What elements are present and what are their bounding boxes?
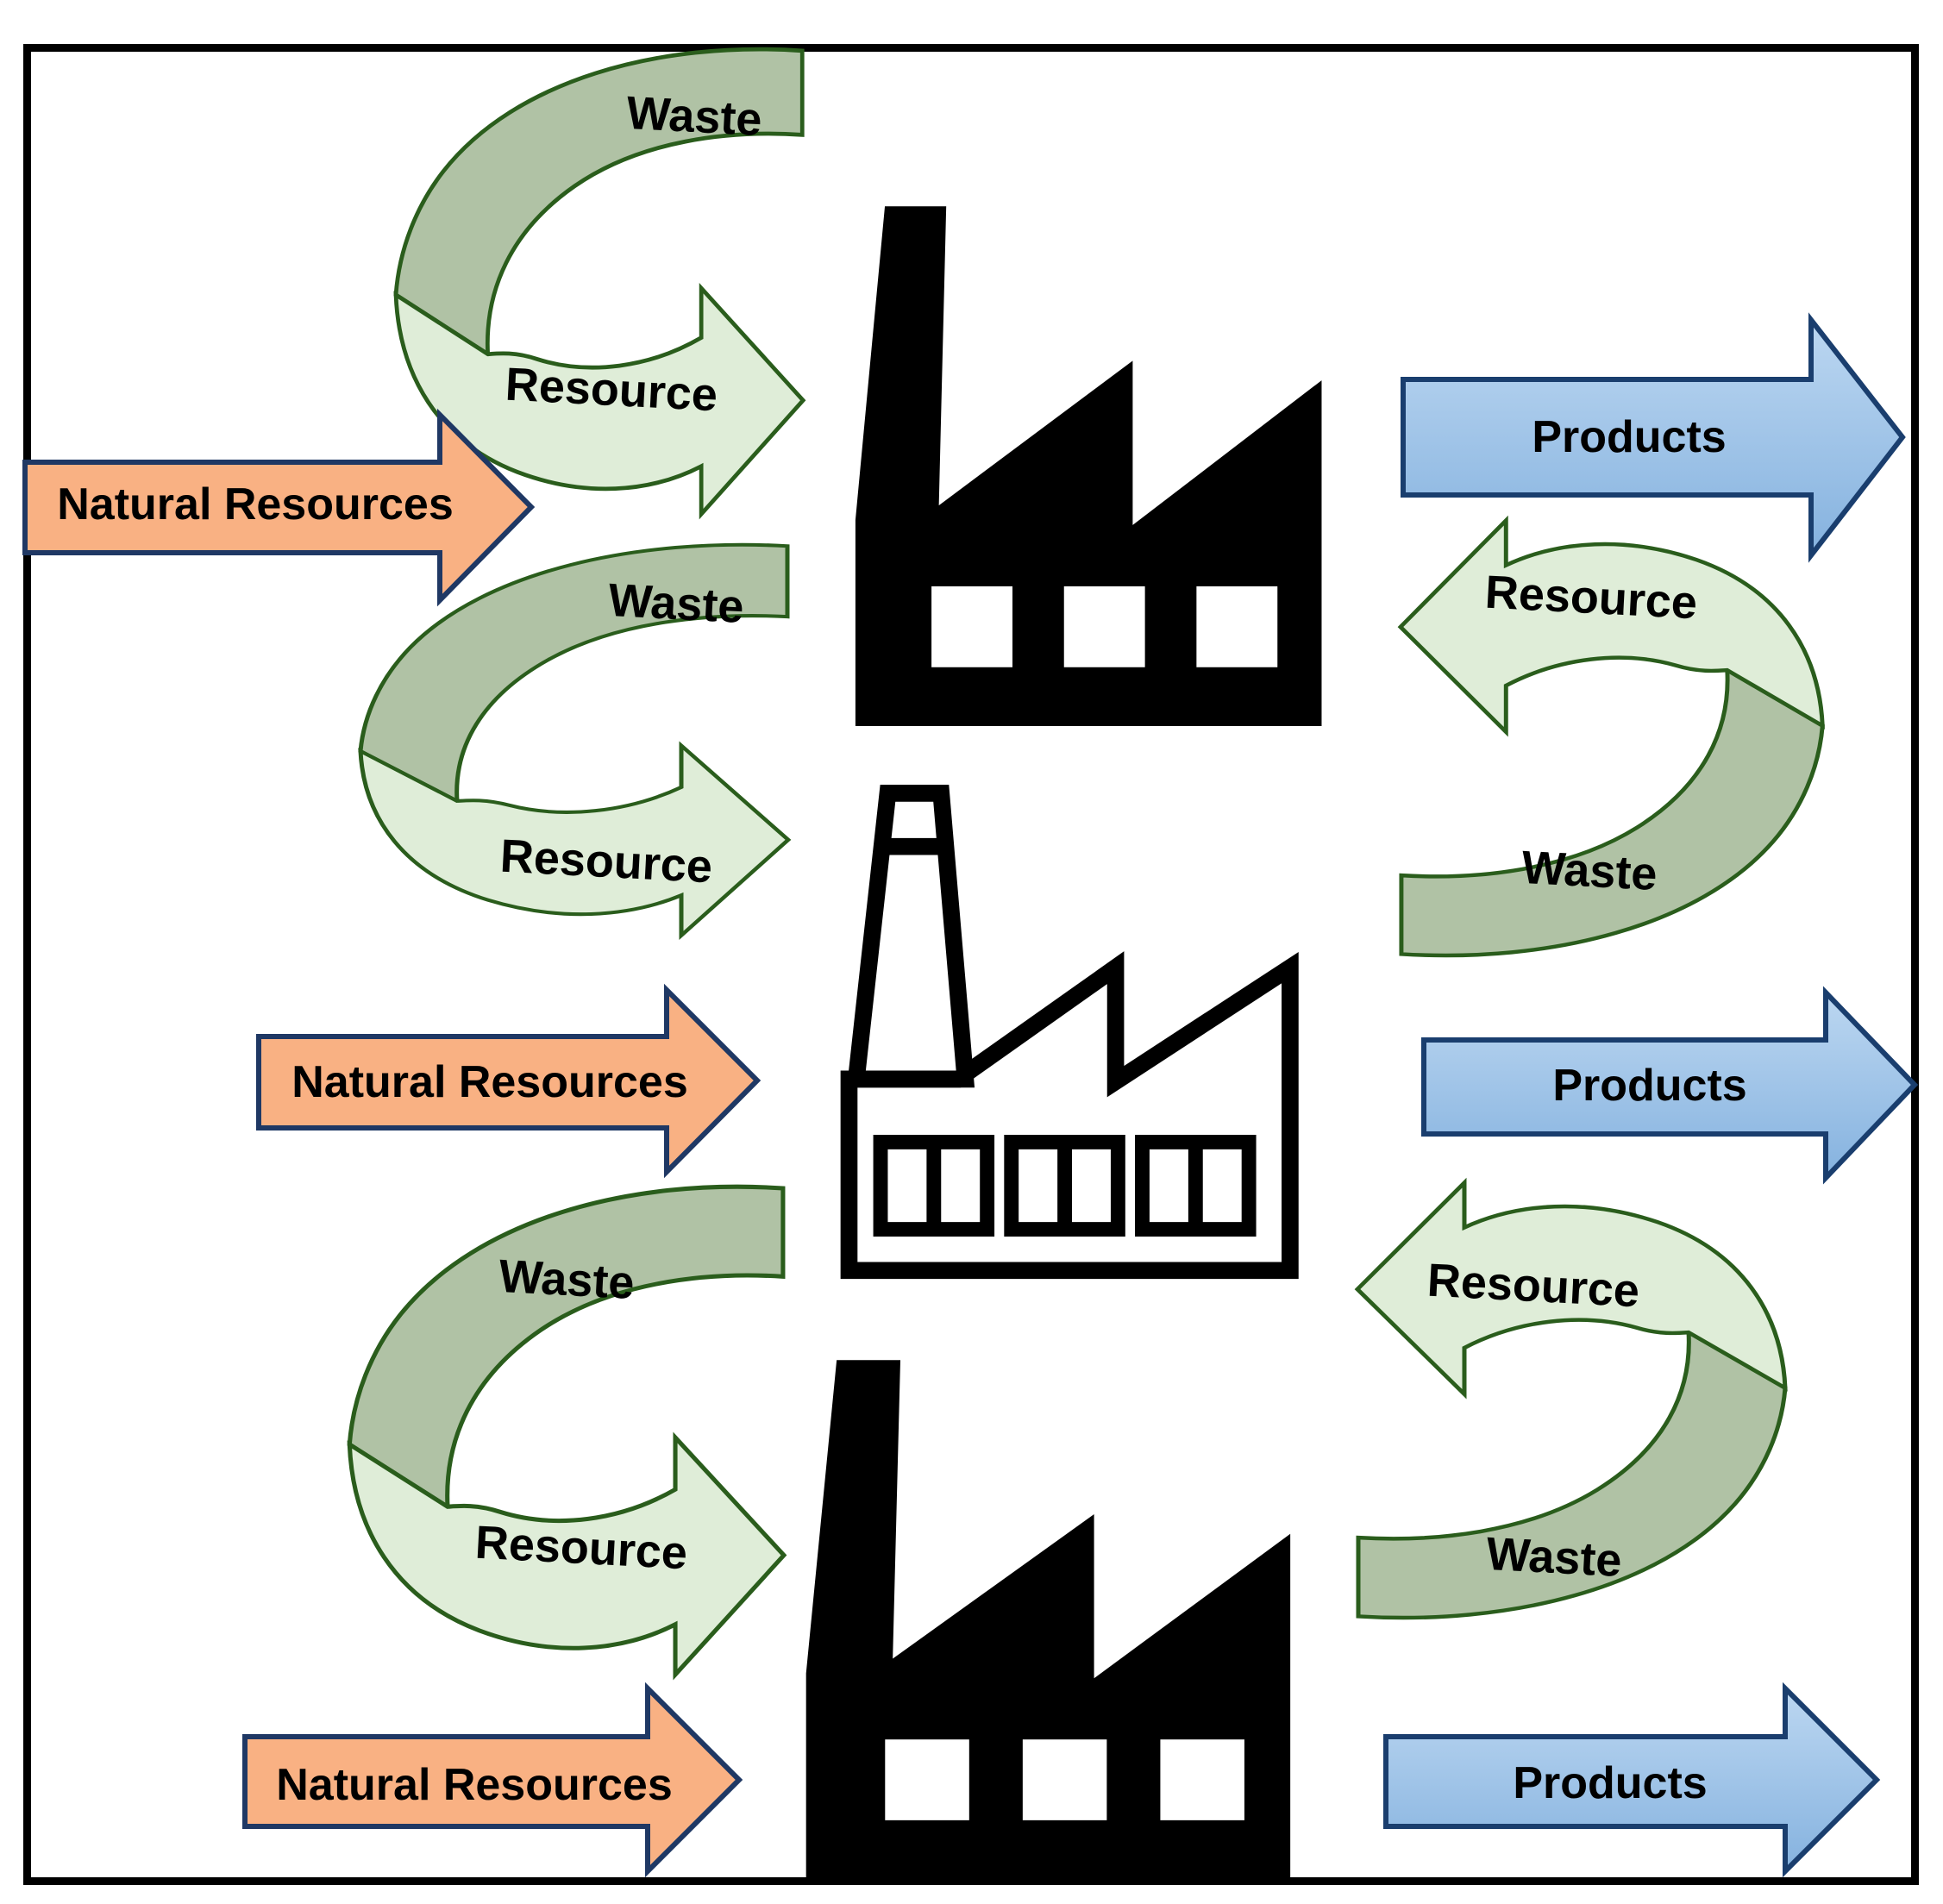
factory-outline-group — [840, 785, 1299, 1280]
recycle-loop-right-2-icon — [1354, 1177, 1788, 1620]
waste-label-loop-left-2: Waste — [607, 573, 745, 634]
loop-paths — [347, 1184, 787, 1681]
factory-window — [885, 1739, 969, 1820]
waste-label-loop-right-2: Waste — [1485, 1527, 1623, 1588]
right-arrow-shape — [1383, 1682, 1881, 1878]
loop-paths — [1354, 1177, 1788, 1620]
resource-label-loop-right-1: Resource — [1483, 566, 1699, 629]
natural-resources-arrow-3: Natural Resources — [242, 1682, 743, 1878]
natural-resources-label: Natural Resources — [276, 1760, 673, 1810]
products-label: Products — [1513, 1758, 1707, 1808]
factory-window — [1160, 1739, 1244, 1820]
recycle-loop-left-2-icon — [358, 542, 792, 941]
waste-band — [1399, 666, 1825, 958]
resource-band-arrow — [347, 1431, 787, 1681]
products-arrow-2: Products — [1421, 986, 1919, 1185]
waste-label-loop-left-1: Waste — [625, 86, 763, 147]
factory-window — [1022, 1739, 1107, 1820]
factory-middle-icon — [840, 785, 1299, 1280]
diagram-border-frame — [23, 44, 1919, 1885]
resource-band-arrow — [1397, 515, 1825, 737]
waste-band — [347, 1184, 786, 1512]
waste-label-loop-right-1: Waste — [1520, 841, 1658, 901]
products-label: Products — [1552, 1061, 1746, 1111]
resource-label-loop-left-1: Resource — [504, 358, 719, 422]
resource-band-arrow — [358, 741, 792, 941]
recycle-loop-left-3-icon — [347, 1184, 787, 1681]
natural-resources-label: Natural Resources — [57, 479, 454, 529]
right-arrow-shape — [1401, 312, 1906, 563]
resource-label-loop-left-3: Resource — [473, 1516, 689, 1580]
resource-label-loop-left-2: Resource — [498, 830, 714, 893]
products-arrow-3: Products — [1383, 1682, 1881, 1878]
products-arrow-1: Products — [1401, 312, 1906, 563]
factory-chimney — [846, 785, 975, 1088]
right-arrow-shape — [1421, 986, 1919, 1185]
loop-paths — [1397, 515, 1825, 958]
natural-resources-label: Natural Resources — [291, 1057, 688, 1107]
factory-window — [1063, 586, 1145, 667]
factory-window — [1196, 586, 1278, 667]
right-arrow-shape — [242, 1682, 743, 1878]
natural-resources-arrow-1: Natural Resources — [22, 408, 536, 607]
resource-label-loop-right-2: Resource — [1426, 1254, 1641, 1318]
waste-label-loop-left-3: Waste — [498, 1250, 636, 1310]
resource-band-arrow — [1354, 1177, 1788, 1400]
factory-window — [931, 586, 1012, 667]
natural-resources-arrow-2: Natural Resources — [256, 983, 762, 1179]
right-arrow-shape — [22, 408, 536, 607]
factory-bottom-icon — [805, 1360, 1291, 1879]
products-label: Products — [1532, 412, 1726, 462]
loop-paths — [358, 542, 792, 941]
recycle-loop-right-1-icon — [1397, 515, 1825, 958]
factory-top-icon — [855, 206, 1322, 727]
right-arrow-shape — [256, 983, 762, 1179]
